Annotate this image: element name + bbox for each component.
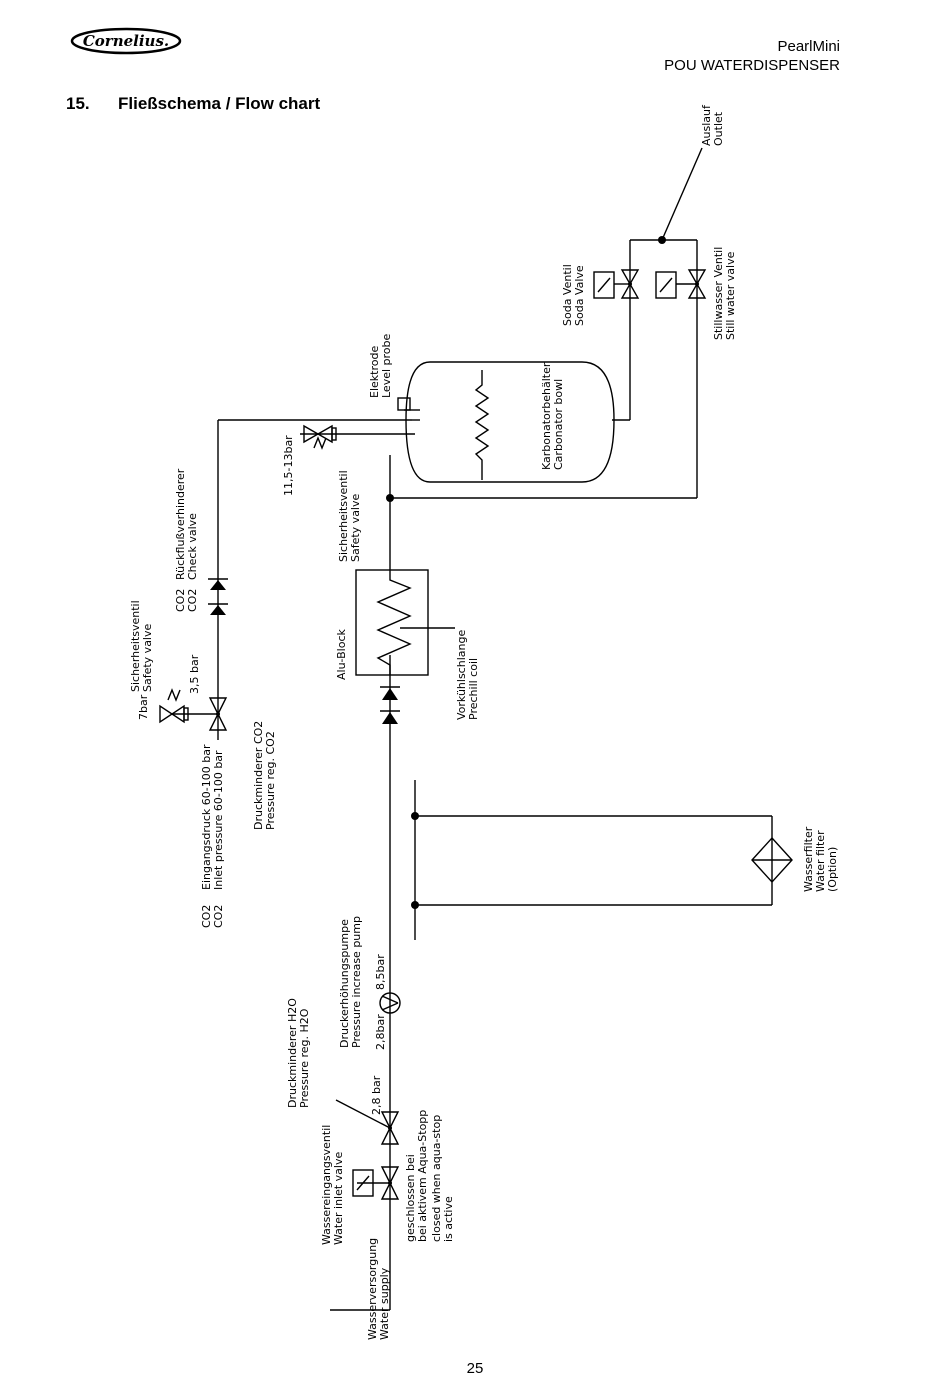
label-co2-a: CO2 bbox=[174, 589, 187, 612]
label-filter-option: (Option) bbox=[826, 847, 839, 892]
water-inlet-valve bbox=[352, 1166, 400, 1200]
label-inlet-de: Eingangsdruck 60-100 bar bbox=[200, 744, 213, 890]
label-safety-en: Safety valve bbox=[349, 494, 362, 562]
label-still-en: Still water valve bbox=[724, 251, 737, 340]
product-name: PearlMini bbox=[777, 38, 840, 55]
label-co2-c: CO2 bbox=[200, 905, 213, 928]
section-number: 15. bbox=[66, 94, 90, 113]
label-8-5bar: 8,5bar bbox=[374, 954, 387, 990]
label-safety-pressure: 11,5-13bar bbox=[282, 435, 295, 496]
label-coil-de: Vorkühlschlange bbox=[455, 630, 468, 720]
section-heading: 15. Fließschema / Flow chart bbox=[66, 94, 320, 114]
label-soda-en: Soda Valve bbox=[573, 265, 586, 326]
cornelius-logo: Cornelius. bbox=[70, 27, 182, 55]
water-filter bbox=[751, 836, 793, 884]
label-h2oreg-de: Druckminderer H2O bbox=[286, 998, 299, 1108]
label-inletvalve-en: Water inlet valve bbox=[332, 1152, 345, 1245]
label-filter-en: Water filter bbox=[814, 830, 827, 892]
label-outlet-de: Auslauf bbox=[700, 104, 713, 146]
page-number: 25 bbox=[466, 1360, 484, 1377]
label-alu-block: Alu-Block bbox=[335, 628, 348, 680]
label-2-8bar-b: 2,8 bar bbox=[370, 1075, 383, 1115]
label-aqua-2: bei aktivem Aqua-Stopp bbox=[416, 1110, 429, 1242]
label-check-de: Rückflußverhinderer bbox=[174, 468, 187, 580]
label-co2-b: CO2 bbox=[186, 589, 199, 612]
label-supply-en: Water supply bbox=[378, 1267, 391, 1340]
label-still-de: Stillwasser Ventil bbox=[712, 247, 725, 340]
label-coil-en: Prechill coil bbox=[467, 658, 480, 720]
label-electrode-en: Level probe bbox=[380, 333, 393, 398]
label-soda-de: Soda Ventil bbox=[561, 264, 574, 326]
label-aqua-3: closed when aqua-stop bbox=[430, 1115, 443, 1242]
label-bowl-de: Karbonatorbehälter bbox=[540, 362, 553, 470]
label-2-8bar-a: 2,8bar bbox=[374, 1014, 387, 1050]
co2-pressure-regulator bbox=[208, 697, 228, 731]
label-electrode-de: Elektrode bbox=[368, 346, 381, 398]
label-bowl-en: Carbonator bowl bbox=[552, 379, 565, 470]
water-check-valves bbox=[380, 686, 400, 724]
label-aqua-1: geschlossen bei bbox=[404, 1154, 417, 1242]
alu-block bbox=[355, 569, 455, 676]
soda-valve bbox=[593, 269, 640, 299]
label-safety2-en: Safety valve bbox=[141, 624, 154, 692]
safety-valve-bowl bbox=[303, 424, 337, 450]
label-3-5bar: 3,5 bar bbox=[188, 654, 201, 694]
label-pump-de: Druckerhöhungspumpe bbox=[338, 919, 351, 1048]
pump bbox=[379, 992, 401, 1014]
label-safety-de: Sicherheitsventil bbox=[337, 470, 350, 562]
h2o-pressure-regulator bbox=[335, 1099, 400, 1145]
svg-text:Cornelius.: Cornelius. bbox=[83, 32, 169, 50]
label-7bar: 7bar bbox=[137, 694, 150, 720]
label-filter-de: Wasserfilter bbox=[802, 826, 815, 892]
label-co2reg-de: Druckminderer CO2 bbox=[252, 721, 265, 830]
label-outlet-en: Outlet bbox=[712, 111, 725, 146]
check-valve bbox=[208, 578, 228, 615]
label-supply-de: Wasserversorgung bbox=[366, 1238, 379, 1340]
carbonator-bowl bbox=[405, 361, 615, 483]
label-aqua-4: is active bbox=[442, 1196, 455, 1242]
label-co2reg-en: Pressure reg. CO2 bbox=[264, 731, 277, 830]
label-inletvalve-de: Wassereingangsventil bbox=[320, 1125, 333, 1245]
label-co2-d: CO2 bbox=[212, 905, 225, 928]
safety-valve-co2 bbox=[159, 688, 189, 724]
section-title: Fließschema / Flow chart bbox=[118, 94, 321, 113]
electrode-box bbox=[397, 397, 411, 411]
label-h2oreg-en: Pressure reg. H2O bbox=[298, 1008, 311, 1108]
label-check-en: Check valve bbox=[186, 513, 199, 580]
still-water-valve bbox=[655, 269, 707, 299]
label-safety2-de: Sicherheitsventil bbox=[129, 600, 142, 692]
label-pump-en: Pressure increase pump bbox=[350, 916, 363, 1048]
label-inlet-en: Inlet pressure 60-100 bar bbox=[212, 750, 225, 890]
product-subtitle: POU WATERDISPENSER bbox=[664, 57, 840, 74]
